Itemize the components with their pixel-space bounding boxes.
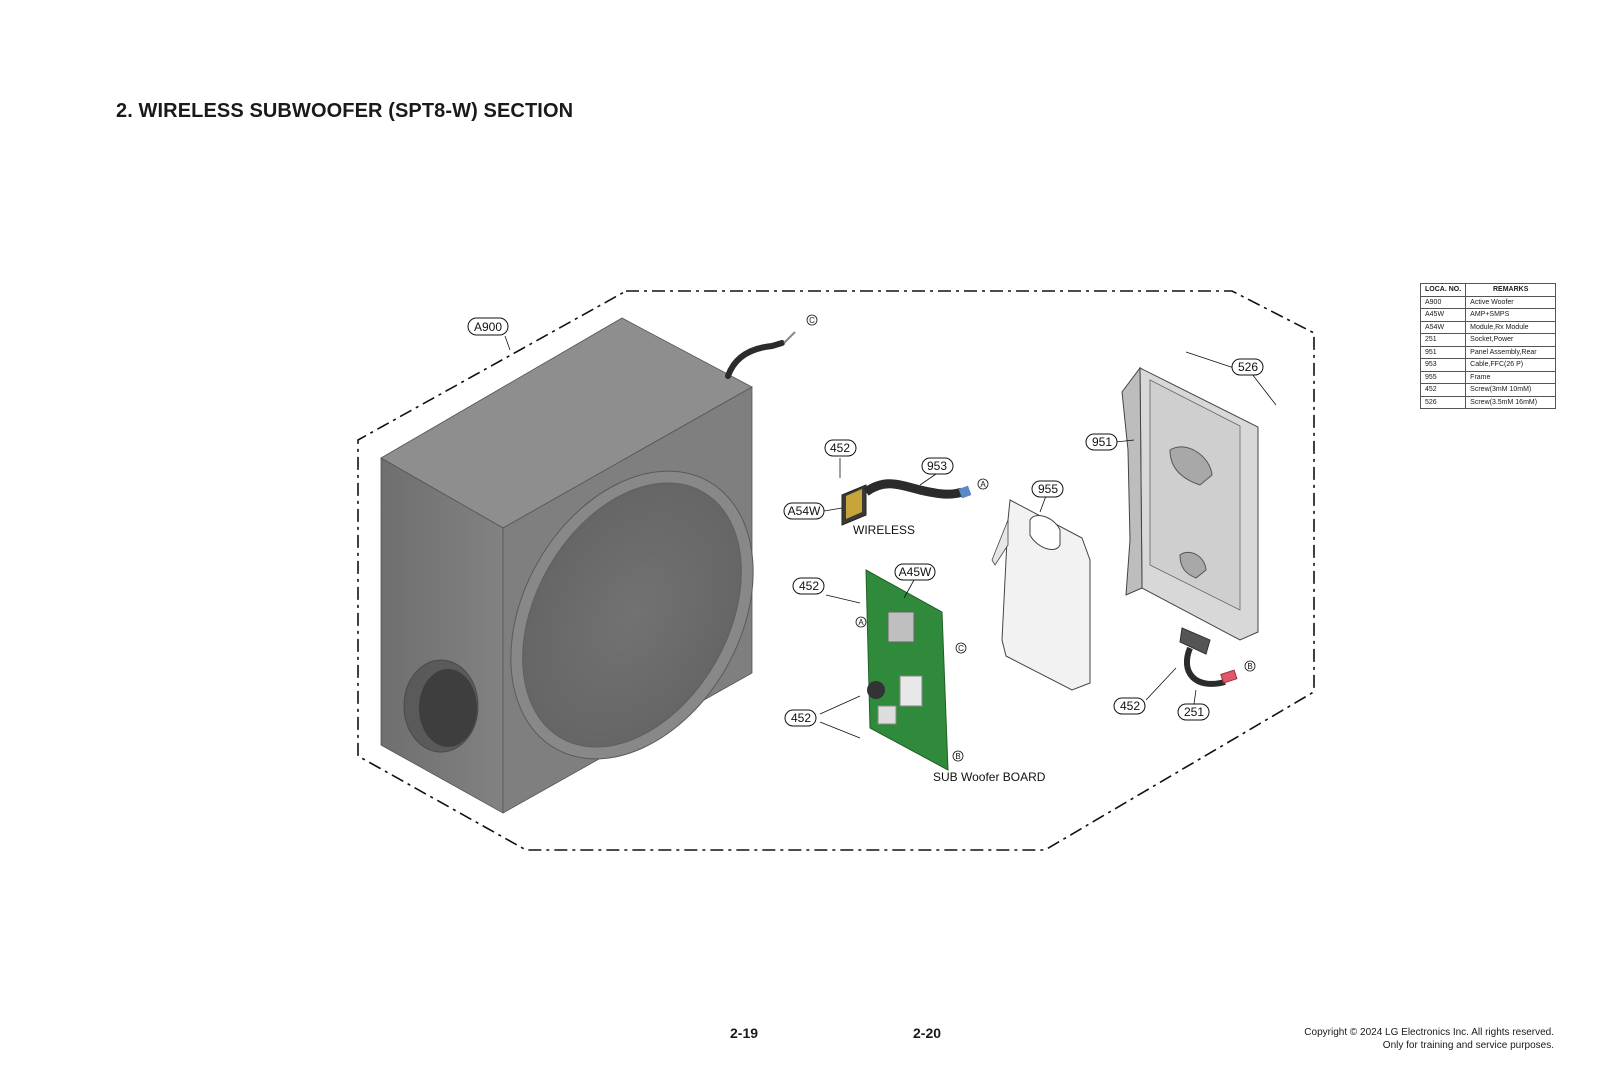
callout-953-label: 953: [927, 459, 947, 473]
loc-no: A45W: [1419, 308, 1467, 322]
callout-955[interactable]: 955: [1031, 480, 1064, 513]
callout-953[interactable]: 953: [919, 457, 954, 486]
remark: AMP+SMPS: [1465, 308, 1557, 322]
rear-panel-951: [1121, 366, 1259, 641]
marker-a-wireless: A: [977, 478, 989, 490]
page-title: 2. WIRELESS SUBWOOFER (SPT8-W) SECTION: [116, 100, 574, 122]
marker-a-board: A: [855, 616, 867, 628]
woofer-cabinet: [380, 317, 796, 814]
copyright-notice: Copyright © 2024 LG Electronics Inc. All…: [1304, 1026, 1554, 1052]
loc-no: 452: [1419, 383, 1467, 397]
frame-955: [991, 499, 1091, 691]
marker-b-socket: B: [1244, 660, 1256, 672]
marker-b-board-label: B: [955, 752, 960, 761]
callout-955-label: 955: [1038, 482, 1058, 496]
callout-951[interactable]: 951: [1085, 433, 1135, 451]
callout-251[interactable]: 251: [1177, 689, 1210, 721]
callout-526-label: 526: [1238, 360, 1258, 374]
callout-452-top-label: 452: [830, 441, 850, 455]
assembly-dashed-outline: [357, 290, 1315, 851]
loc-no: A54W: [1419, 320, 1467, 334]
remark: Socket,Power: [1465, 333, 1557, 347]
remark: Screw(3.5mM 16mM): [1465, 395, 1557, 409]
copyright-line-2: Only for training and service purposes.: [1382, 1040, 1554, 1051]
loc-no: 953: [1419, 358, 1467, 372]
callout-452-bottom-label: 452: [791, 711, 811, 725]
callout-a900[interactable]: A900: [467, 317, 511, 351]
remark: Frame: [1465, 370, 1557, 384]
remark: Active Woofer: [1465, 295, 1557, 309]
callout-452-bottom[interactable]: 452: [784, 695, 861, 739]
loc-no: 955: [1419, 370, 1467, 384]
loc-no: 251: [1419, 333, 1467, 347]
marker-c-top: C: [806, 314, 818, 326]
marker-b-socket-label: B: [1247, 662, 1252, 671]
callout-452-socket[interactable]: 452: [1113, 667, 1177, 715]
page-number-right: 2-20: [913, 1025, 942, 1041]
loc-no: 526: [1419, 395, 1467, 409]
callout-452-left[interactable]: 452: [792, 577, 861, 604]
remark: Panel Assembly,Rear: [1465, 345, 1557, 359]
parts-table-header: LOCA. NO. REMARKS: [1419, 283, 1557, 297]
marker-a-wireless-label: A: [980, 480, 986, 489]
header-remarks: REMARKS: [1465, 283, 1557, 297]
callout-a900-label: A900: [474, 320, 502, 334]
marker-c-board: C: [955, 642, 967, 654]
marker-c-top-label: C: [809, 316, 815, 325]
callout-452-left-label: 452: [799, 579, 819, 593]
callout-452-socket-label: 452: [1120, 699, 1140, 713]
callout-a54w-label: A54W: [788, 504, 821, 518]
power-socket: [1179, 627, 1238, 687]
callout-a45w-label: A45W: [899, 565, 932, 579]
sub-board-label: SUB Woofer BOARD: [933, 770, 1046, 784]
remark: Screw(3mM 10mM): [1465, 383, 1557, 397]
callout-951-label: 951: [1092, 435, 1112, 449]
copyright-line-1: Copyright © 2024 LG Electronics Inc. All…: [1304, 1027, 1554, 1038]
marker-a-board-label: A: [858, 618, 864, 627]
remark: Module,Rx Module: [1465, 320, 1557, 334]
marker-c-board-label: C: [958, 644, 964, 653]
callout-251-label: 251: [1184, 705, 1204, 719]
marker-b-board: B: [952, 750, 964, 762]
callout-a45w[interactable]: A45W: [894, 563, 936, 599]
header-loca-no: LOCA. NO.: [1419, 283, 1467, 297]
wireless-module: [841, 479, 972, 526]
callout-a54w[interactable]: A54W: [783, 502, 843, 520]
callout-526[interactable]: 526: [1185, 351, 1277, 406]
callout-452-top[interactable]: 452: [824, 439, 857, 478]
loc-no: A900: [1419, 295, 1467, 309]
remark: Cable,FFC(26 P): [1465, 358, 1557, 372]
wireless-label: WIRELESS: [853, 523, 915, 537]
sub-woofer-board: [865, 569, 949, 771]
page-number-left: 2-19: [730, 1025, 759, 1041]
loc-no: 951: [1419, 345, 1467, 359]
